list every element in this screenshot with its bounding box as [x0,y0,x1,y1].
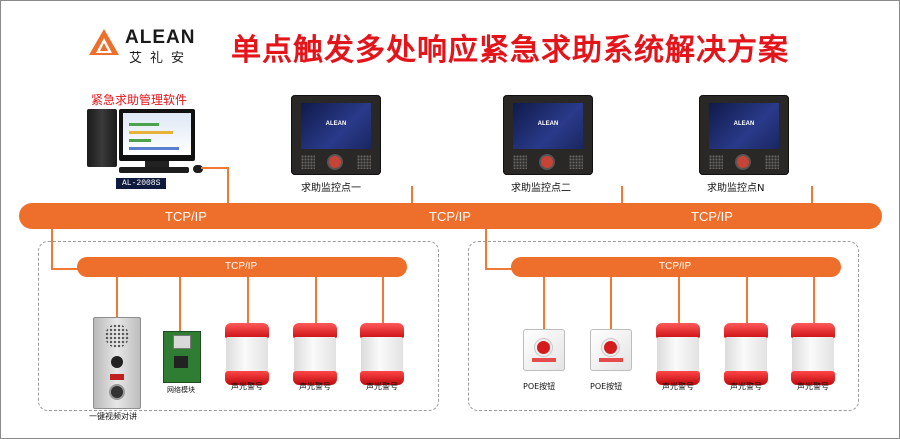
right-network-bus [511,257,841,277]
camera-icon [111,356,123,368]
left-bus-label: TCP/IP [225,261,258,272]
pc-link-h [201,167,227,169]
pc-link-v [227,167,229,203]
siren-link [813,277,815,323]
terminal-1-link [411,186,413,203]
bus-label-2: TCP/IP [429,209,471,224]
call-button-icon [111,386,123,398]
mouse-icon [193,165,203,173]
intercom-label: 一键视频对讲 [89,412,137,421]
poe-button-label: POE按钮 [523,382,556,391]
module-link [179,277,181,332]
terminal-2-link [621,186,623,203]
page-title: 单点触发多处响应紧急求助系统解决方案 [231,33,789,68]
siren-label: 声光警号 [662,382,694,391]
left-group-link-v [51,229,53,269]
bus-label-3: TCP/IP [691,209,733,224]
main-network-bus [19,203,882,229]
siren-link [315,277,317,323]
poe-link [610,277,612,329]
siren-label: 声光警号 [366,382,398,391]
poe-button-device [523,329,565,371]
brand-name-en: ALEAN [125,27,196,48]
poe-button-device [590,329,632,371]
monitor-stand [145,161,169,167]
help-terminal-1: ALEAN [291,95,381,175]
strobe-siren-icon [225,323,269,387]
siren-link [247,277,249,323]
video-intercom-device [93,317,141,409]
left-group-link-h [51,268,81,270]
terminal-label-n: 求助监控点N [707,183,765,194]
right-group-link-v [485,229,487,269]
terminal-label-2: 求助监控点二 [511,183,571,194]
terminal-screen-logo: ALEAN [325,121,347,127]
right-device-group [468,241,859,411]
terminal-label-1: 求助监控点一 [301,183,361,194]
alean-logo-icon [89,29,119,55]
siren-label: 声光警号 [730,382,762,391]
alarm-button-icon [604,341,617,354]
bus-label-1: TCP/IP [165,209,207,224]
siren-link [678,277,680,323]
alarm-button-icon [537,341,550,354]
strobe-siren-icon [360,323,404,387]
help-button-icon [329,156,341,168]
terminal-screen-logo: ALEAN [733,121,755,127]
poe-button-label: POE按钮 [590,382,623,391]
strobe-siren-icon [656,323,700,387]
siren-link [746,277,748,323]
monitor-icon [119,109,195,161]
help-terminal-2: ALEAN [503,95,593,175]
terminal-n-link [811,186,813,203]
strobe-siren-icon [791,323,835,387]
poe-link [543,277,545,329]
software-model: AL-2008S [115,177,168,190]
speaker-grille-icon [105,324,129,348]
siren-label: 声光警号 [797,382,829,391]
right-group-link-h [485,268,515,270]
siren-label: 声光警号 [299,382,331,391]
ethernet-port-icon [173,335,191,349]
right-bus-label: TCP/IP [659,261,692,272]
help-button-icon [541,156,553,168]
intercom-link [116,277,118,317]
help-button-icon [737,156,749,168]
strobe-siren-icon [724,323,768,387]
siren-link [382,277,384,323]
help-terminal-n: ALEAN [699,95,789,175]
pc-tower-icon [87,109,117,167]
keyboard-icon [119,167,189,173]
module-label: 网络模块 [167,386,195,394]
left-network-bus [77,257,407,277]
left-device-group [38,241,439,411]
terminal-screen-logo: ALEAN [537,121,559,127]
strobe-siren-icon [293,323,337,387]
brand-name-cn: 艾礼安 [129,51,193,66]
siren-label: 声光警号 [231,382,263,391]
network-module-device [163,331,201,383]
software-label: 紧急求助管理软件 [91,93,188,107]
